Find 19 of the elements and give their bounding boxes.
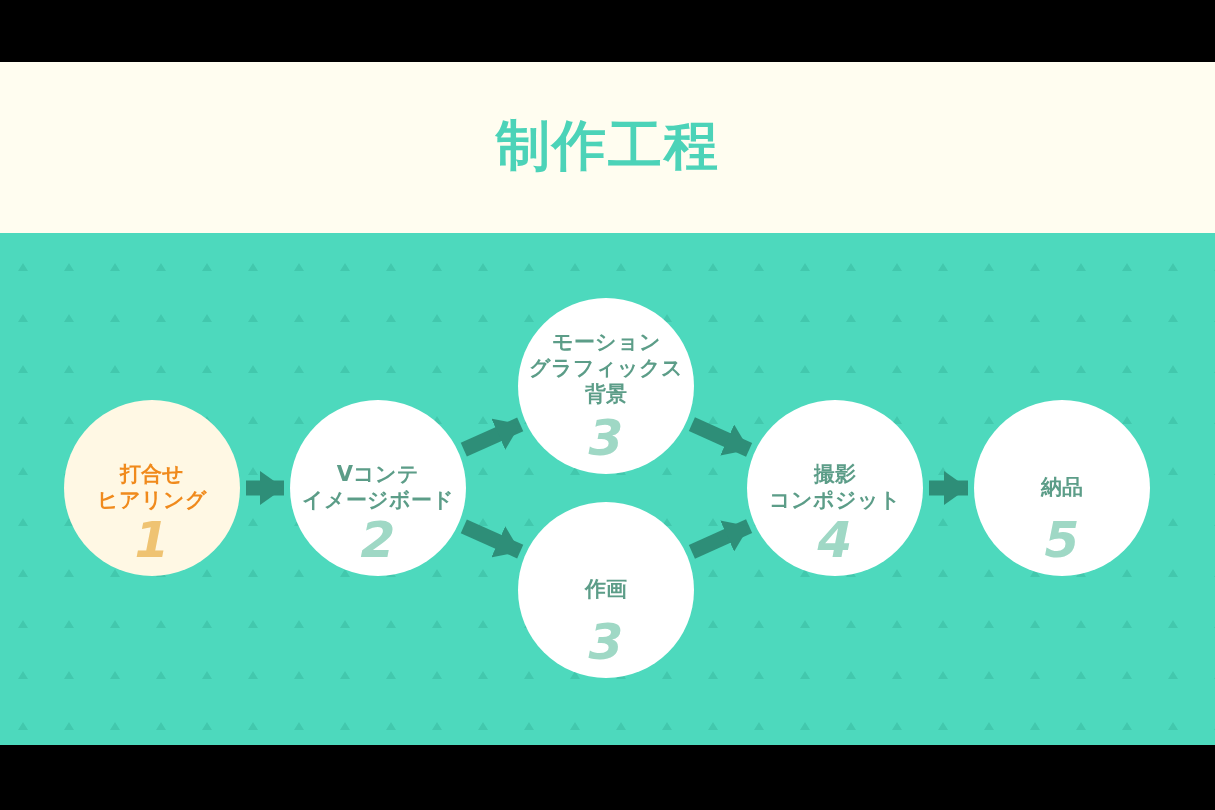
arrow: [688, 417, 753, 457]
step-number: 2: [359, 514, 397, 566]
arrow: [460, 519, 524, 559]
step-number: 5: [1043, 514, 1081, 566]
arrow: [688, 519, 753, 559]
step-number: 4: [816, 514, 854, 566]
step-label: モーショングラフィックス背景: [528, 329, 684, 408]
step-label: 打合せヒアリング: [96, 461, 208, 514]
arrow: [929, 471, 968, 505]
step-number: 1: [133, 514, 171, 566]
title: 制作工程: [495, 114, 720, 178]
step-label: 作画: [583, 576, 628, 603]
step-number: 3: [587, 412, 625, 464]
step-number: 3: [587, 616, 625, 668]
step-label: 納品: [1039, 474, 1084, 501]
arrow: [460, 417, 524, 457]
step-label: 撮影コンポジット: [768, 461, 902, 514]
arrow: [246, 471, 284, 505]
step-label: Vコンテイメージボード: [301, 461, 455, 514]
